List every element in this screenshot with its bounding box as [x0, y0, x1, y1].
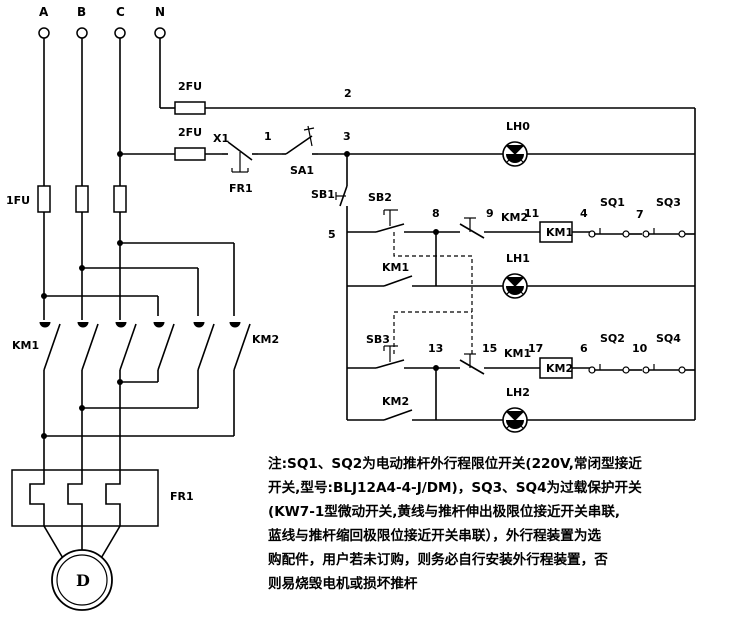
- motor: [51, 549, 113, 611]
- terminal-b: [76, 27, 88, 39]
- junction-km2-out-1: [117, 379, 123, 385]
- note-line: 开关,型号:BLJ12A4-4-J/DM)，SQ3、SQ4为过载保护开关: [268, 480, 642, 496]
- node-label-11: 11: [524, 207, 539, 220]
- terminal-label-b: B: [77, 5, 86, 19]
- note-line: 注:SQ1、SQ2为电动推杆外行程限位开关(220V,常闭型接近: [268, 456, 642, 472]
- node-label-10: 10: [632, 342, 648, 355]
- fuse-2fu-top-label: 2FU: [178, 80, 202, 93]
- limit-sq2-label: SQ2: [600, 332, 625, 345]
- limit-switch-sq2: [588, 364, 630, 374]
- limit-switch-sq3: [642, 228, 686, 238]
- interlock-link-2: [393, 311, 472, 354]
- coil-km2-label: KM2: [546, 362, 573, 375]
- fuse-1fu: [37, 185, 127, 213]
- node-label-15: 15: [482, 342, 497, 355]
- interlock-link-1: [393, 232, 473, 354]
- stop-button-sb1: [335, 185, 348, 207]
- limit-sq3-label: SQ3: [656, 196, 681, 209]
- node-label-3: 3: [343, 130, 351, 143]
- lamp-lh1: [502, 273, 528, 299]
- terminal-label-a: A: [39, 5, 49, 19]
- note-line: 蓝线与推杆缩回极限位接近开关串联），外行程装置为选: [268, 528, 602, 544]
- switch-sa1: [282, 125, 318, 155]
- start-button-sb3: [375, 345, 405, 369]
- node-label-1: 1: [264, 130, 272, 143]
- terminal-c: [114, 27, 126, 39]
- node-label-2: 2: [344, 87, 352, 100]
- start-button-sb2: [375, 209, 405, 233]
- phase-bus-lines: [43, 38, 121, 320]
- fuse-2fu-top: [174, 101, 206, 115]
- start-button-sb3-label: SB3: [366, 333, 390, 346]
- stop-button-label: SB1: [311, 188, 335, 201]
- holding-contact-km2-label: KM2: [382, 395, 409, 408]
- motor-label: D: [76, 571, 90, 590]
- limit-sq4-label: SQ4: [656, 332, 681, 345]
- terminal-x1-label: X1: [213, 132, 229, 145]
- start-button-sb2-label: SB2: [368, 191, 392, 204]
- interlock-km2-label: KM2: [501, 211, 528, 224]
- thermal-elements: [29, 470, 121, 526]
- thermal-relay-fr1: [11, 469, 159, 527]
- overload-contact-label: FR1: [229, 182, 253, 195]
- terminal-n: [154, 27, 166, 39]
- junction-km2-out-3: [41, 433, 47, 439]
- node-label-5: 5: [328, 228, 336, 241]
- switch-sa1-label: SA1: [290, 164, 314, 177]
- interlock-km2: [459, 217, 485, 239]
- fuse-2fu: [174, 147, 206, 161]
- terminal-a: [38, 27, 50, 39]
- installation-note: 注:SQ1、SQ2为电动推杆外行程限位开关(220V,常闭型接近 开关,型号:B…: [268, 452, 730, 596]
- fuse-1fu-label: 1FU: [6, 194, 30, 207]
- node-label-6: 6: [580, 342, 588, 355]
- lamp-lh2: [502, 407, 528, 433]
- main-km2-label: KM2: [252, 333, 279, 346]
- main-contactor-km1: [39, 321, 137, 371]
- lamp-lh1-label: LH1: [506, 252, 530, 265]
- node-label-9: 9: [486, 207, 494, 220]
- overload-contact-fr1: [222, 141, 258, 173]
- junction-km2-out-2: [79, 405, 85, 411]
- node-label-7: 8: [432, 207, 440, 220]
- thermal-relay-label: FR1: [170, 490, 194, 503]
- node-label-4: 4: [580, 207, 588, 220]
- node-label-8: 7: [636, 208, 644, 221]
- note-line: 购配件，用户若未订购，则务必自行安装外行程装置，否: [268, 552, 608, 568]
- terminal-label-n: N: [155, 5, 165, 19]
- main-contactor-km2: [153, 321, 251, 371]
- limit-sq1-label: SQ1: [600, 196, 625, 209]
- main-km1-label: KM1: [12, 339, 39, 352]
- node-label-13: 13: [428, 342, 443, 355]
- fuse-2fu-label: 2FU: [178, 126, 202, 139]
- lamp-lh0: [502, 141, 528, 167]
- coil-km1-label: KM1: [546, 226, 573, 239]
- interlock-km1-label: KM1: [504, 347, 531, 360]
- limit-switch-sq1: [588, 228, 630, 238]
- note-line: 则易烧毁电机或损坏推杆: [268, 576, 418, 592]
- holding-contact-km2: [383, 409, 413, 421]
- lamp-lh2-label: LH2: [506, 386, 530, 399]
- node-label-17: 17: [528, 342, 543, 355]
- terminal-label-c: C: [116, 5, 125, 19]
- note-line: (KW7-1型微动开关,黄线与推杆伸出极限位接近开关串联,: [268, 504, 621, 520]
- holding-contact-km1-label: KM1: [382, 261, 409, 274]
- lamp-lh0-label: LH0: [506, 120, 530, 133]
- interlock-km1: [459, 353, 485, 375]
- holding-contact-km1: [383, 275, 413, 287]
- limit-switch-sq4: [642, 364, 686, 374]
